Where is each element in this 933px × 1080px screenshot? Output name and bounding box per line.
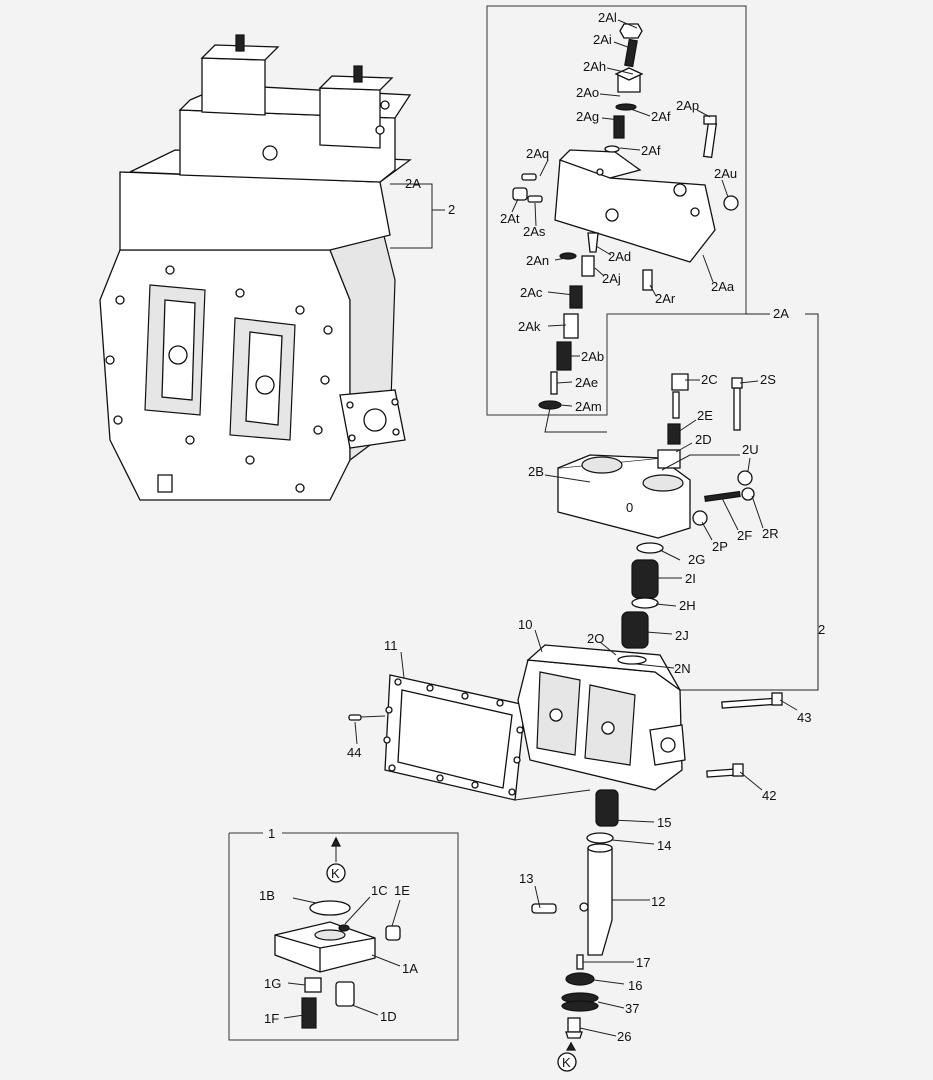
label-1A: 1A	[402, 961, 418, 976]
label-2S: 2S	[760, 372, 776, 387]
label-2P: 2P	[712, 539, 728, 554]
label-2O: 2O	[587, 631, 604, 646]
block-2B-group: 0	[528, 372, 825, 649]
main-valve-assembly	[99, 34, 412, 501]
label-1B: 1B	[259, 888, 275, 903]
label-1: 1	[268, 826, 275, 841]
label-2B: 2B	[528, 464, 544, 479]
label-2Ao: 2Ao	[576, 85, 599, 100]
label-11: 11	[384, 638, 398, 653]
label-37: 37	[625, 1001, 639, 1016]
label-13: 13	[519, 871, 533, 886]
label-2-right: 2	[818, 622, 825, 637]
label-2Ac: 2Ac	[520, 285, 543, 300]
label-K-bottom: K	[562, 1055, 571, 1070]
lower-body-group: K 10 11 2O 2N 43 44 42 15 14 13 12 17 16…	[347, 617, 811, 1072]
label-2-main: 2	[448, 202, 455, 217]
label-2G: 2G	[688, 552, 705, 567]
label-43: 43	[797, 710, 811, 725]
label-2R: 2R	[762, 526, 779, 541]
label-2N: 2N	[674, 661, 691, 676]
label-2Aa: 2Aa	[711, 279, 735, 294]
label-2Af-upper: 2Af	[651, 109, 671, 124]
svg-text:0: 0	[626, 500, 633, 515]
label-1D: 1D	[380, 1009, 397, 1024]
label-2Al: 2Al	[598, 10, 617, 25]
label-2Ak: 2Ak	[518, 319, 541, 334]
label-2E: 2E	[697, 408, 713, 423]
label-26: 26	[617, 1029, 631, 1044]
label-44: 44	[347, 745, 361, 760]
label-2Ag: 2Ag	[576, 109, 599, 124]
label-1C: 1C	[371, 883, 388, 898]
label-2Aq: 2Aq	[526, 146, 549, 161]
label-2An: 2An	[526, 253, 549, 268]
label-2Ai: 2Ai	[593, 32, 612, 47]
label-17: 17	[636, 955, 650, 970]
main-assembly-callouts: 2A 2	[390, 176, 455, 249]
label-16: 16	[628, 978, 642, 993]
label-2C: 2C	[701, 372, 718, 387]
label-2J: 2J	[675, 628, 689, 643]
label-2U: 2U	[742, 442, 759, 457]
label-2Af-lower: 2Af	[641, 143, 661, 158]
label-2At: 2At	[500, 211, 520, 226]
label-2I: 2I	[685, 571, 696, 586]
label-1E: 1E	[394, 883, 410, 898]
label-2Am: 2Am	[575, 399, 602, 414]
detail-box-2A: 2A	[486, 5, 819, 691]
detail-box-1: 1 K 1B 1C 1E 1A 1G 1F	[228, 826, 459, 1041]
label-2F: 2F	[737, 528, 752, 543]
label-2Ah: 2Ah	[583, 59, 606, 74]
label-14: 14	[657, 838, 671, 853]
label-2Ar: 2Ar	[655, 291, 676, 306]
label-2H: 2H	[679, 598, 696, 613]
label-12: 12	[651, 894, 665, 909]
label-K-top: K	[331, 866, 340, 881]
label-2A-detail: 2A	[773, 306, 789, 321]
label-2Au: 2Au	[714, 166, 737, 181]
label-1F: 1F	[264, 1011, 279, 1026]
label-2Ae: 2Ae	[575, 375, 598, 390]
label-2A-main: 2A	[405, 176, 421, 191]
label-10: 10	[518, 617, 532, 632]
label-1G: 1G	[264, 976, 281, 991]
label-2Aj: 2Aj	[602, 271, 621, 286]
label-2Ap: 2Ap	[676, 98, 699, 113]
label-42: 42	[762, 788, 776, 803]
label-2D: 2D	[695, 432, 712, 447]
label-2Ab: 2Ab	[581, 349, 604, 364]
label-2Ad: 2Ad	[608, 249, 631, 264]
label-15: 15	[657, 815, 671, 830]
label-2As: 2As	[523, 224, 546, 239]
